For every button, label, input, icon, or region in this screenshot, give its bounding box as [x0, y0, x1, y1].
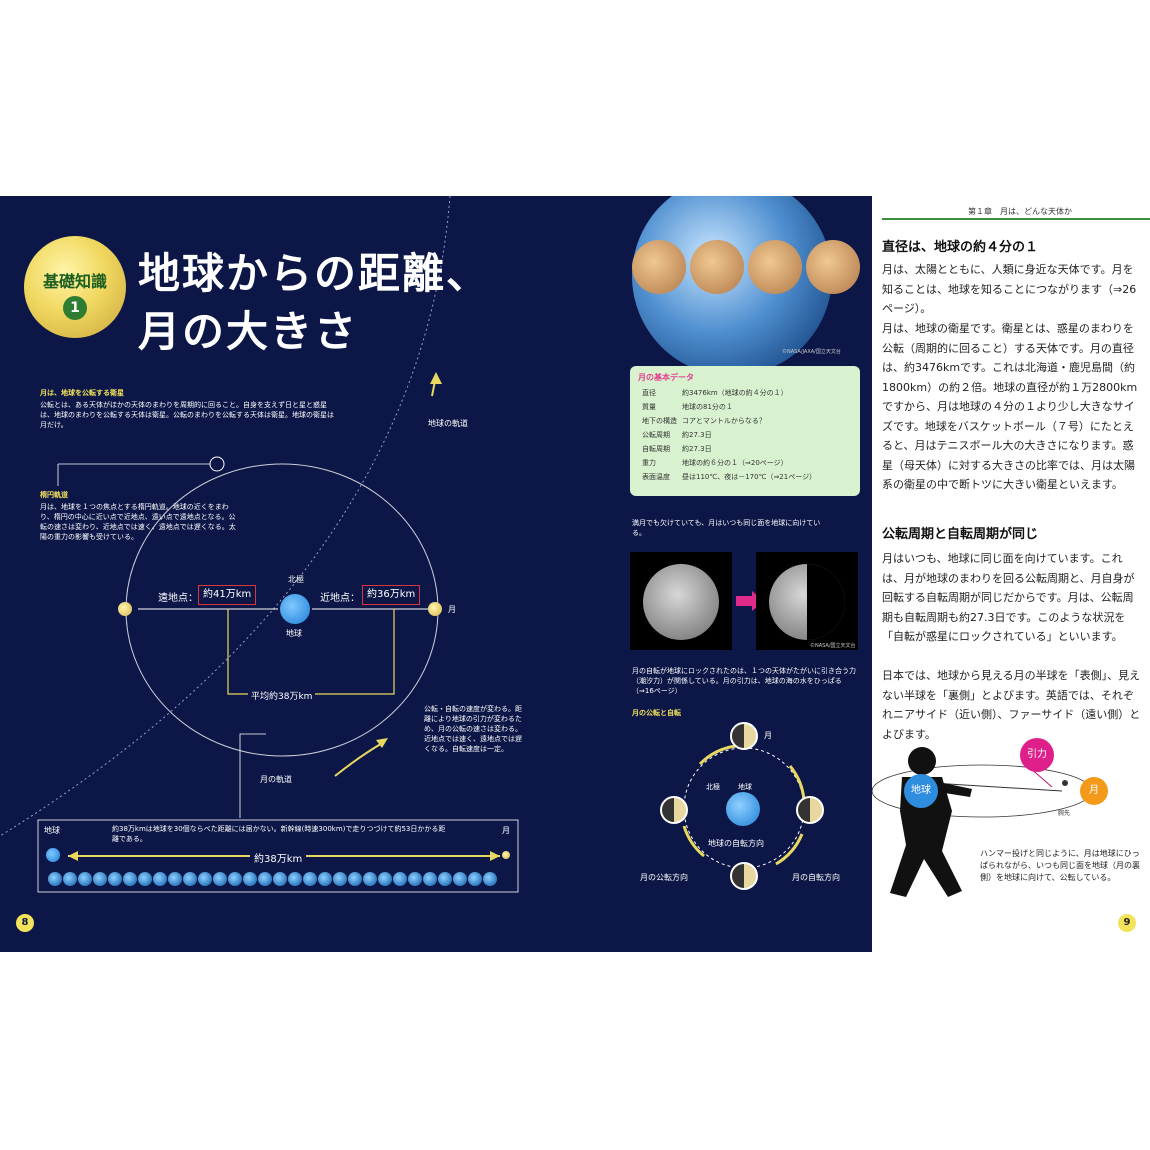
- avg-distance-bracket: [227, 609, 395, 695]
- moon-revolution-label: 月の公転方向: [640, 873, 688, 882]
- earth-rotation-label: 地球の自転方向: [708, 839, 764, 848]
- hand-point: [1062, 780, 1068, 786]
- hammer-earth-label: 地球: [904, 774, 938, 808]
- paragraph: 月は、地球の衛星です。衛星とは、惑星のまわりを公転（周期的に回ること）する天体で…: [882, 322, 1138, 491]
- moon-rotation-label: 月の自転方向: [792, 873, 840, 882]
- diagram-earth-icon: [726, 792, 760, 826]
- earth-orbit-label: 地球の軌道: [428, 419, 468, 428]
- perigee-value: 約36万km: [362, 585, 421, 605]
- phase-note: 満月でも欠けていても、月はいつも同じ面を地球に向けている。: [632, 519, 821, 537]
- apogee-value: 約41万km: [198, 585, 257, 605]
- moon-phase-icon: [730, 722, 758, 750]
- paragraph: 日本では、地球から見える月の半球を「表側」、見えない半球を「裏側」とよびます。英…: [882, 669, 1141, 741]
- orbit-text: 月は、地球を１つの焦点とする楕円軌道。地球の近くをまわり、楕円の中心に近い点で近…: [40, 503, 236, 541]
- moon-data-card: 月の基本データ 直径約3476km（地球の約４分の１） 質量地球の81分の１ 地…: [630, 366, 860, 496]
- orbit-direction-arrow: [334, 741, 385, 777]
- moon-scale-icon: [632, 240, 686, 294]
- intro-heading: 月は、地球を公転する衛星: [40, 389, 124, 397]
- diagram-moon-label: 月: [764, 731, 772, 740]
- earth-label: 地球: [286, 629, 302, 638]
- rotation-diagram-title: 月の公転と自転: [632, 709, 681, 717]
- moon-label: 月: [448, 605, 456, 614]
- intro-text: 公転とは、ある天体がほかの天体のまわりを周期的に回ること。自身を支えず日と星と惑…: [40, 401, 334, 429]
- diagram-north-label: 北極: [706, 783, 720, 791]
- moon-phase-icon: [730, 862, 758, 890]
- moon-phase-icon: [660, 796, 688, 824]
- page-title-line2: 月の大きさ: [138, 307, 359, 356]
- diagram-earth-label: 地球: [738, 783, 752, 791]
- earth-icon: [280, 594, 310, 624]
- moon-apogee-icon: [118, 602, 132, 616]
- hammer-moon-label: 月: [1080, 777, 1108, 805]
- tidal-lock-note: 月の自転が地球にロックされたのは、１つの天体がたがいに引き合う力（潮汐力）が関係…: [632, 667, 856, 695]
- moon-orbit-label: 月の軌道: [260, 775, 292, 784]
- book-spread: 基礎知識 1 地球からの距離、 月の大きさ 月は、地球を公転する衛星 公転とは、…: [0, 196, 1150, 952]
- average-distance-label: 平均約38万km: [248, 689, 316, 702]
- left-page: 基礎知識 1 地球からの距離、 月の大きさ 月は、地球を公転する衛星 公転とは、…: [0, 196, 872, 952]
- full-moon-photo: [630, 552, 732, 650]
- hammer-hand-label: 腕先: [1058, 810, 1071, 817]
- right-page-number: 9: [1118, 914, 1136, 932]
- section-heading-period: 公転周期と自転周期が同じ: [882, 527, 1039, 542]
- perigee-label: 近地点：: [320, 593, 360, 604]
- chapter-header: 第１章 月は、どんな天体か: [968, 207, 1072, 216]
- paragraph: 月はいつも、地球に同じ面を向けています。これは、月が地球のまわりを回る公転周期と…: [882, 552, 1135, 643]
- page-title-line1: 地球からの距離、: [138, 249, 491, 298]
- badge-number: 1: [63, 296, 87, 320]
- scale-earth-label: 地球: [44, 826, 60, 835]
- speed-note: 公転・自転の速度が変わる。距離により地球の引力が変わるため、月の公転の速さは変わ…: [424, 705, 522, 753]
- header-rule: [882, 218, 1150, 220]
- data-row: 公転周期約27.3日: [642, 431, 712, 439]
- right-page: 第１章 月は、どんな天体か 直径は、地球の約４分の１ 月は、太陽とともに、人類に…: [872, 196, 1150, 952]
- hammer-force-label: 引力: [1020, 738, 1054, 772]
- data-row: 質量地球の81分の１: [642, 403, 733, 411]
- data-row: 自転周期約27.3日: [642, 445, 712, 453]
- data-row: 地下の構造コアとマントルからなる？: [642, 417, 766, 425]
- scale-earth-icon: [46, 848, 60, 862]
- data-row: 直径約3476km（地球の約４分の１）: [642, 389, 788, 397]
- section-heading-diameter: 直径は、地球の約４分の１: [882, 240, 1039, 255]
- moon-scale-icon: [806, 240, 860, 294]
- paragraph: 月は、太陽とともに、人類に身近な天体です。月を知ることは、地球を知ることにつなが…: [882, 263, 1137, 315]
- badge-label: 基礎知識: [42, 272, 107, 291]
- apogee-label: 遠地点：: [158, 593, 198, 604]
- data-card-heading: 月の基本データ: [638, 373, 694, 382]
- photo-credit: ©NASA/国立天文台: [810, 643, 856, 649]
- scale-moon-icon: [502, 851, 510, 859]
- right-arrow-icon: [736, 596, 752, 606]
- hammer-caption: ハンマー投げと同じように、月は地球にひっぱられながら、いつも同じ面を地球（月の裏…: [980, 849, 1140, 882]
- left-page-number: 8: [16, 914, 34, 932]
- section-badge: 基礎知識 1: [24, 236, 126, 338]
- leader-line: [239, 733, 266, 818]
- orbit-heading: 楕円軌道: [40, 491, 68, 499]
- scale-box: [37, 819, 519, 893]
- half-moon-photo: [756, 552, 858, 650]
- moon-scale-icon: [748, 240, 802, 294]
- moon-phase-icon: [796, 796, 824, 824]
- north-label: 北極: [288, 575, 304, 584]
- orbit-focus-marker: [209, 456, 225, 472]
- scale-note: 約38万kmは地球を30個ならべた距離には届かない。新幹線(時速300km)で走…: [112, 825, 446, 843]
- moon-perigee-icon: [428, 602, 442, 616]
- moon-scale-icon: [690, 240, 744, 294]
- data-row: 重力地球の約６分の１（⇒20ページ）: [642, 459, 788, 467]
- scale-distance-label: 約38万km: [250, 850, 307, 865]
- hammer-throw-illustration: [872, 747, 1093, 897]
- scale-moon-label: 月: [502, 826, 510, 835]
- earth-orbit-arc: [0, 196, 451, 837]
- photo-credit: ©NASA/JAXA/国立天文台: [782, 349, 841, 355]
- data-row: 表面温度昼は110℃、夜は－170℃（⇒21ページ）: [642, 473, 817, 481]
